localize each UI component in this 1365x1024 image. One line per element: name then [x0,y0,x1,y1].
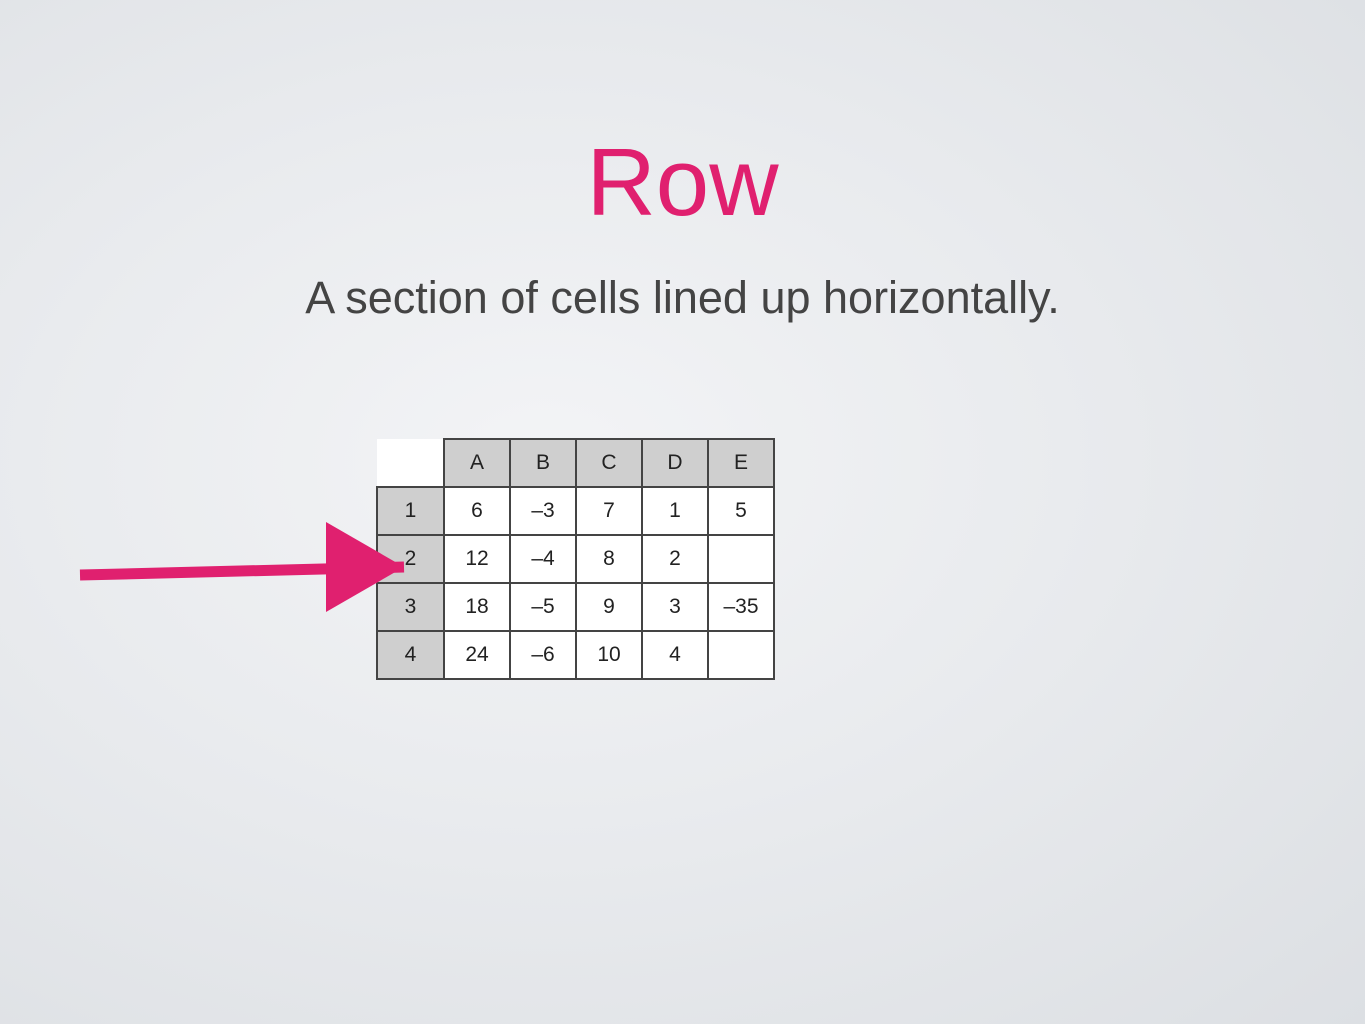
cell-a1: 6 [443,486,511,536]
cell-e4 [707,630,775,680]
cell-b1: –3 [509,486,577,536]
cell-c2: 8 [575,534,643,584]
column-header-a: A [443,438,511,488]
cell-e3: –35 [707,582,775,632]
cell-e1: 5 [707,486,775,536]
column-header-b: B [509,438,577,488]
slide-title: Row [586,129,779,236]
row-header-1: 1 [376,486,445,536]
cell-c1: 7 [575,486,643,536]
column-header-row: A B C D E [377,438,775,488]
cell-d1: 1 [641,486,709,536]
corner-cell [377,439,444,487]
table-row: 2 12 –4 8 2 [376,534,775,584]
cell-c3: 9 [575,582,643,632]
row-header-4: 4 [376,630,445,680]
cell-e2 [707,534,775,584]
column-header-c: C [575,438,643,488]
column-header-d: D [641,438,709,488]
cell-a4: 24 [443,630,511,680]
arrow-shaft [79,561,405,581]
cell-a3: 18 [443,582,511,632]
cell-b2: –4 [509,534,577,584]
row-header-3: 3 [376,582,445,632]
row-header-2: 2 [376,534,445,584]
table-row: 1 6 –3 7 1 5 [376,486,775,536]
cell-d4: 4 [641,630,709,680]
table-row: 4 24 –6 10 4 [376,630,775,680]
slide-subtitle: A section of cells lined up horizontally… [305,272,1060,323]
cell-b4: –6 [509,630,577,680]
table-row: 3 18 –5 9 3 –35 [376,582,775,632]
cell-c4: 10 [575,630,643,680]
cell-b3: –5 [509,582,577,632]
column-header-e: E [707,438,775,488]
cell-d3: 3 [641,582,709,632]
cell-d2: 2 [641,534,709,584]
cell-a2: 12 [443,534,511,584]
spreadsheet-table: A B C D E 1 6 –3 7 1 5 2 12 –4 8 2 [376,438,775,680]
